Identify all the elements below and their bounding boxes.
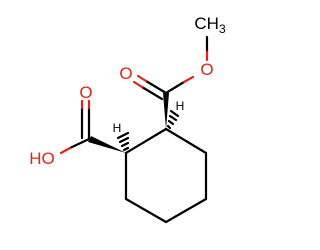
methyl-ester-group [132,35,209,101]
ester-ether-oxygen-label: O [200,60,213,79]
wedge-bond-c1-carboxyl [88,136,126,153]
carboxylic-acid-group [59,99,91,155]
hydrogen-label-c2: H [176,99,185,113]
cyclohexane-ring [124,127,208,224]
acid-carbonyl-oxygen-label: O [79,83,92,102]
methyl-subscript: 3 [219,22,226,36]
hashed-bond-c2-h [166,109,180,130]
methyl-label: CH [194,14,219,33]
hashed-bond-c1-h [116,131,130,152]
hydrogen-label-c1: H [113,121,122,135]
ring-bond-c1-c2 [124,127,168,155]
methyl-group-label: CH3 [194,14,226,36]
ring-bond-c2-c3 [164,127,208,155]
ring-bond-c4-c5 [164,197,208,224]
ester-carbonyl-oxygen-label: O [119,64,132,83]
acid-hydroxyl-label: HO [29,149,55,168]
molecule-structure: H H O HO O O CH3 [29,14,226,224]
wedge-bond-c2-ester [163,93,169,129]
ring-bond-c5-c6 [124,197,168,224]
